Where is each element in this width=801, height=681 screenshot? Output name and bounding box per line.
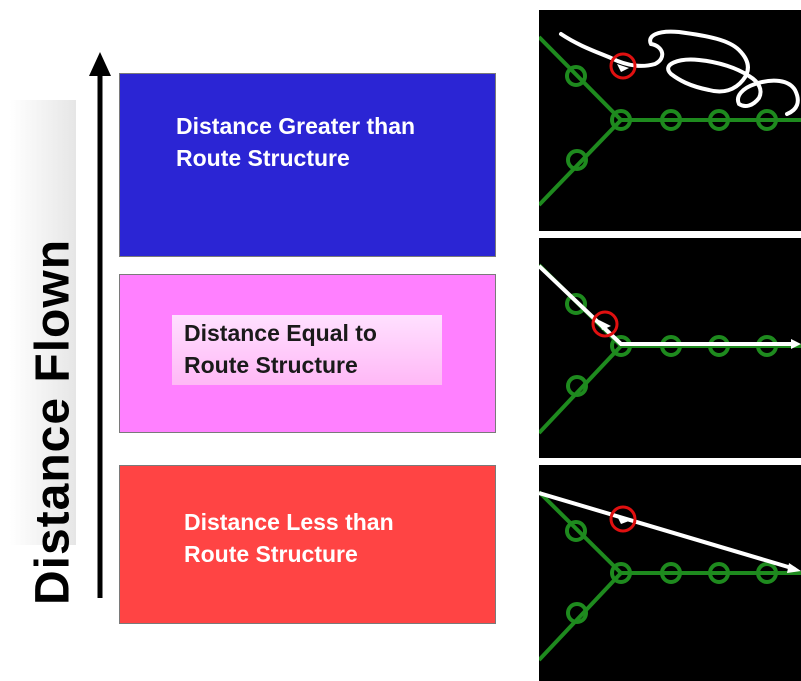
greater-route-panel	[539, 10, 801, 231]
distance-greater-label: Distance Greater than Route Structure	[176, 113, 416, 171]
waypoint-icon	[708, 109, 730, 131]
greater-route-diagram	[539, 29, 801, 207]
flight-path	[539, 264, 797, 346]
route-structure	[539, 490, 801, 662]
waypoint-icon	[610, 109, 632, 131]
up-arrow-icon	[89, 52, 111, 598]
equal-route-panel	[539, 238, 801, 458]
aircraft-marker-icon	[591, 310, 619, 338]
waypoint-icon	[756, 109, 778, 131]
route-structure	[539, 263, 801, 435]
waypoint-icon	[566, 602, 588, 624]
aircraft-marker-icon	[609, 52, 637, 80]
flight-path	[539, 491, 796, 571]
waypoint-icon	[565, 65, 587, 87]
less-route-diagram	[539, 490, 801, 662]
equal-route-diagram	[539, 263, 801, 435]
waypoint-icon	[565, 520, 587, 542]
axis-label-background: Distance Flown	[10, 100, 80, 605]
less-route-panel	[539, 465, 801, 681]
distance-less-box: Distance Less than Route Structure	[119, 465, 496, 624]
waypoint-icon	[660, 109, 682, 131]
waypoint-icon	[566, 149, 588, 171]
waypoint-icon	[565, 293, 587, 315]
distance-equal-label: Distance Equal to Route Structure	[172, 315, 442, 385]
distance-less-label: Distance Less than Route Structure	[184, 509, 394, 567]
waypoint-icon	[756, 562, 778, 584]
waypoint-icon	[610, 562, 632, 584]
distance-greater-box: Distance Greater than Route Structure	[119, 73, 496, 257]
waypoint-icon	[660, 562, 682, 584]
distance-equal-box: Distance Equal to Route Structure	[119, 274, 496, 433]
waypoint-icon	[708, 562, 730, 584]
route-structure	[539, 35, 801, 207]
axis-label: Distance Flown	[26, 238, 80, 606]
waypoint-icon	[566, 375, 588, 397]
flight-path	[559, 29, 800, 116]
aircraft-marker-icon	[609, 505, 637, 533]
